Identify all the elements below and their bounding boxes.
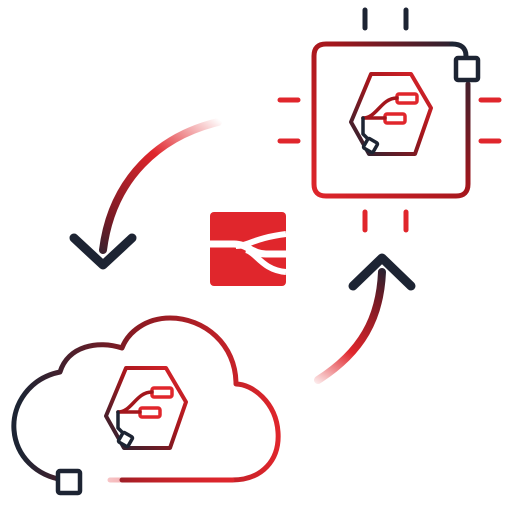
cloud-icon: [11, 315, 281, 496]
chip-icon: [277, 7, 502, 233]
node-flow-logo-icon: [349, 72, 433, 156]
red-square-logo-icon: [210, 212, 287, 286]
curved-arrow-down-icon: [69, 118, 222, 270]
node-flow-logo-icon: [104, 366, 188, 450]
curved-arrow-up-icon: [314, 253, 416, 384]
